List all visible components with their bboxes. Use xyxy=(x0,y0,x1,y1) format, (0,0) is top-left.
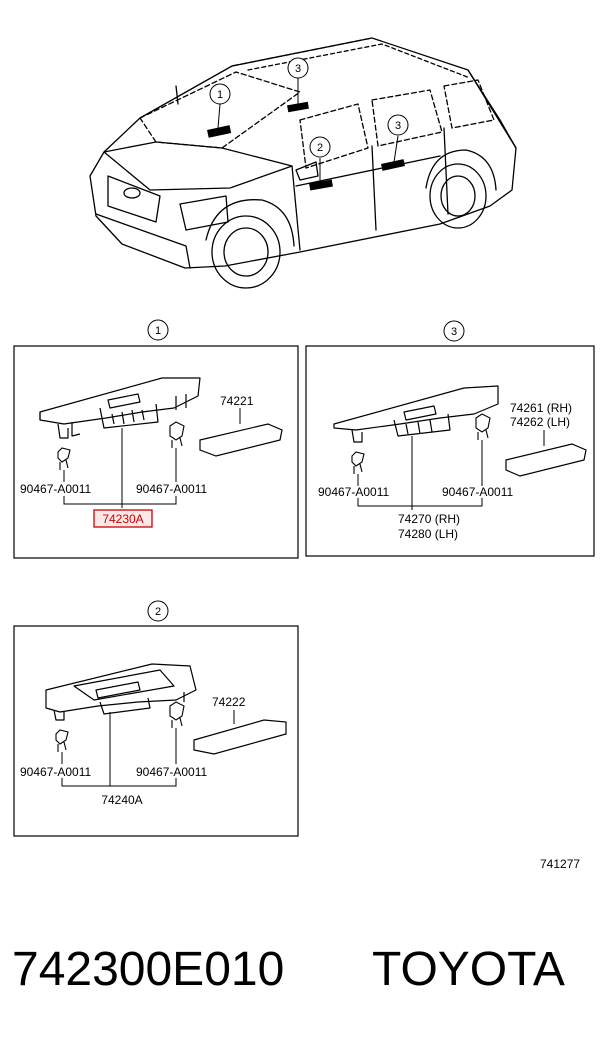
panel-1-clip-left-drawing xyxy=(57,447,71,470)
panel-1-clip-left-label: 90467-A0011 xyxy=(20,482,92,496)
panel-3: 3 90467-A0011 90467-A0011 74261 (RH) xyxy=(305,320,595,557)
panel-2-callout: 2 xyxy=(155,606,161,618)
panel-3-callout-circle xyxy=(443,320,465,342)
brand-name: TOYOTA xyxy=(372,943,565,996)
panel-2-clip-right-label: 90467-A0011 xyxy=(136,765,208,779)
panel-3-assembly-lh-label: 74280 (LH) xyxy=(398,527,458,541)
vehicle-callout-circles xyxy=(209,57,409,158)
panel-1-assembly-label: 74230A xyxy=(102,512,143,526)
parts-diagram: 1 3 2 3 1 xyxy=(13,37,595,871)
part-number: 742300E010 xyxy=(12,943,285,996)
panel-3-clip-left-label: 90467-A0011 xyxy=(318,485,390,499)
panel-2-frame xyxy=(13,625,299,837)
panel-1-assembly-highlight xyxy=(93,509,153,528)
panel-2-leaders xyxy=(61,710,235,787)
panel-3-frame xyxy=(305,345,595,557)
panel-3-assembly-rh-label: 74270 (RH) xyxy=(398,512,460,526)
footer: 742300E010 TOYOTA xyxy=(0,930,600,1010)
panel-1-callout: 1 xyxy=(155,325,161,337)
panel-3-switch-assembly-drawing xyxy=(333,385,499,443)
panel-1-frame xyxy=(13,345,299,559)
panel-2-clip-right-drawing xyxy=(169,701,185,728)
panel-1-bezel-drawing xyxy=(199,423,283,457)
vehicle-callout-1: 1 xyxy=(217,89,223,101)
panel-3-clip-right-drawing xyxy=(475,413,491,440)
switch-location-marks xyxy=(207,101,405,191)
panel-2-clip-left-label: 90467-A0011 xyxy=(20,765,92,779)
panel-2-assembly-label: 74240A xyxy=(101,793,142,807)
panel-3-clip-right-label: 90467-A0011 xyxy=(442,485,514,499)
panel-1-bezel-label: 74221 xyxy=(220,394,254,408)
panel-1-callout-circle xyxy=(147,319,169,341)
panel-2-bezel-drawing xyxy=(193,719,287,755)
panel-3-bezel-drawing xyxy=(505,443,587,477)
panel-2-switch-assembly-drawing xyxy=(45,663,197,721)
panel-2-bezel-label: 74222 xyxy=(212,695,246,709)
panel-3-bezel-lh-label: 74262 (LH) xyxy=(510,415,570,429)
panel-2-callout-circle xyxy=(147,600,169,622)
vehicle-callout-3b: 3 xyxy=(395,120,401,132)
panel-2: 2 90467-A0011 90467-A0011 7422 xyxy=(13,600,299,837)
panel-3-callout: 3 xyxy=(451,326,457,338)
panel-3-leaders xyxy=(357,430,545,510)
vehicle-callout-2: 2 xyxy=(317,142,323,154)
panel-1: 1 90 xyxy=(13,319,299,559)
panel-3-clip-left-drawing xyxy=(351,451,365,474)
panel-1-clip-right-drawing xyxy=(169,421,185,448)
diagram-id: 741277 xyxy=(540,857,580,871)
panel-1-switch-assembly-drawing xyxy=(39,377,201,439)
panel-1-clip-right-label: 90467-A0011 xyxy=(136,482,208,496)
panel-2-clip-left-drawing xyxy=(55,729,69,752)
panel-1-leaders xyxy=(63,408,241,508)
vehicle-callout-leaders xyxy=(217,78,399,182)
vehicle-callout-3a: 3 xyxy=(295,63,301,75)
panel-3-bezel-rh-label: 74261 (RH) xyxy=(510,401,572,415)
vehicle-illustration xyxy=(89,37,517,289)
